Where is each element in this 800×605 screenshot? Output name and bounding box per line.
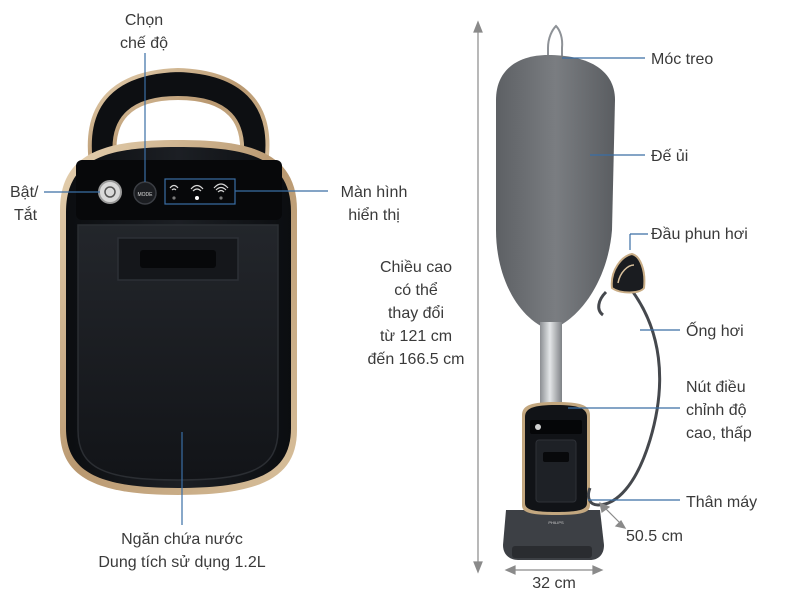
steam-head <box>610 252 646 294</box>
label-water-tank-line1: Ngăn chứa nước <box>121 531 243 548</box>
label-height-line1: Chiều cao <box>379 259 453 276</box>
label-mode-select-line2: chế độ <box>119 35 169 52</box>
telescopic-pole <box>540 322 562 410</box>
control-panel <box>76 160 282 220</box>
label-power: Bật/ Tắt <box>10 181 38 227</box>
label-height-line3: thay đổi <box>387 305 445 322</box>
label-height-button-line3: cao, thấp <box>686 425 752 442</box>
pointer-lines-right <box>562 57 680 501</box>
label-height-button-line2: chỉnh độ <box>686 402 747 419</box>
ironing-board <box>496 55 615 330</box>
label-power-line2: Tắt <box>14 207 38 224</box>
label-steam-head: Đầu phun hơi <box>651 226 748 243</box>
label-water-tank: Ngăn chứa nước Dung tích sử dụng 1.2L <box>82 528 282 574</box>
label-display-line2: hiển thị <box>348 207 400 224</box>
label-machine-body: Thân máy <box>686 494 758 511</box>
label-depth: 50.5 cm <box>626 528 683 545</box>
power-button <box>98 180 122 204</box>
label-hanger-hook: Móc treo <box>651 51 714 68</box>
label-height-button-line1: Nút điều <box>686 379 746 396</box>
height-dimension <box>473 20 483 574</box>
label-mode-select-line1: Chọn <box>124 12 164 29</box>
full-steamer: PHILIPS <box>496 24 662 560</box>
label-mode-select: Chọn chế độ <box>106 9 182 55</box>
hanger-hook <box>547 24 564 72</box>
display-icons <box>169 183 229 193</box>
label-water-tank-line2: Dung tích sử dụng 1.2L <box>98 554 266 571</box>
label-power-line1: Bật/ <box>10 184 39 201</box>
label-steam-hose: Ống hơi <box>686 323 744 340</box>
main-unit: MODE <box>60 67 297 495</box>
label-height-line4: từ 121 cm <box>379 328 453 345</box>
steam-hose <box>586 291 662 507</box>
pointer-lines-left <box>44 53 328 525</box>
width-dimension <box>504 565 604 575</box>
water-tank <box>77 224 279 481</box>
label-display: Màn hình hiển thị <box>330 181 418 227</box>
label-height-button: Nút điều chỉnh độ cao, thấp <box>686 376 752 445</box>
brand-label: PHILIPS <box>548 520 564 525</box>
label-display-line1: Màn hình <box>340 184 408 201</box>
label-height-line5: đến 166.5 cm <box>367 351 465 368</box>
label-width: 32 cm <box>532 575 576 592</box>
mode-button-label: MODE <box>138 192 154 198</box>
label-height-line2: có thể <box>394 282 438 299</box>
label-ironing-board: Đế ủi <box>651 148 689 165</box>
depth-dimension <box>599 501 627 529</box>
label-adjustable-height: Chiều cao có thể thay đổi từ 121 cm đến … <box>356 256 476 371</box>
